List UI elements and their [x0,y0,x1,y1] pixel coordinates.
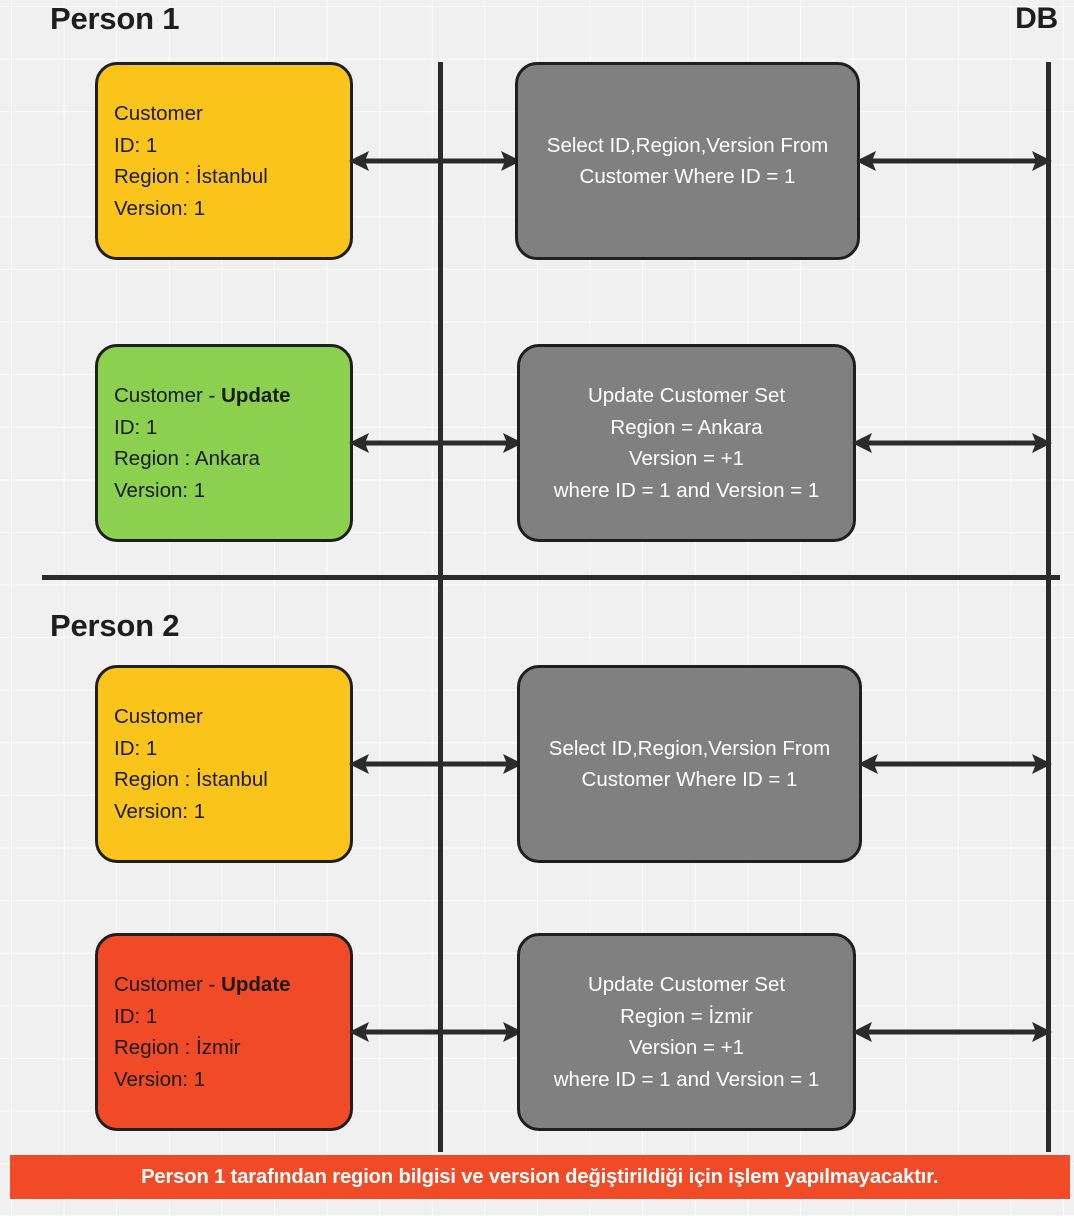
sql-line-1: Select ID,Region,Version From [546,133,829,157]
entity-title-prefix: Customer - [114,973,222,996]
arrow-person2-select-to-db [858,749,1052,779]
lane-title-person1: Person 1 [50,1,180,36]
arrow-person2-update-to-sql [349,1017,523,1047]
sql-line-1: Update Customer Set [587,973,786,996]
entity-version: Version: 1 [114,196,206,220]
arrow-person2-update-sql-to-db [852,1017,1052,1047]
entity-id: ID: 1 [114,1004,158,1028]
sql-line-3: Version = +1 [628,447,745,470]
lane-title-person2: Person 2 [50,608,180,643]
entity-version: Version: 1 [114,478,206,502]
entity-region: Region : Ankara [114,447,260,470]
arrow-person1-update-to-sql [349,428,523,458]
sql-line-3: Version = +1 [628,1036,745,1059]
entity-title-strong: Update [221,973,291,996]
entity-title: Customer - Update [114,969,291,1001]
entity-title-prefix: Customer - [114,384,222,407]
lane-title-db: DB [1015,2,1058,35]
entity-region: Region : İzmir [114,1036,241,1059]
person1-read-entity-box[interactable]: Customer ID: 1 Region : İstanbul Version… [95,62,353,260]
arrow-person2-read-to-select [349,749,523,779]
arrow-person1-update-sql-to-db [852,428,1052,458]
entity-id: ID: 1 [114,415,158,439]
entity-title-strong: Update [221,384,291,407]
sql-line-2: Customer Where ID = 1 [579,165,796,188]
person-boundary-line [438,62,443,1152]
person1-select-sql-box[interactable]: Select ID,Region,Version From Customer W… [515,62,860,260]
sql-line-2: Region = İzmir [620,1004,753,1028]
arrow-person1-read-to-select [349,146,521,176]
entity-region: Region : İstanbul [114,768,268,791]
sql-line-4: where ID = 1 and Version = 1 [553,478,820,502]
entity-region: Region : İstanbul [114,165,268,188]
person1-update-sql-box[interactable]: Update Customer Set Region = Ankara Vers… [517,344,856,542]
conflict-warning-banner: Person 1 tarafından region bilgisi ve ve… [10,1155,1070,1199]
sql-line-1: Update Customer Set [587,384,786,407]
conflict-warning-text: Person 1 tarafından region bilgisi ve ve… [141,1165,939,1188]
arrow-person1-select-to-db [856,146,1052,176]
entity-version: Version: 1 [114,799,206,823]
person2-select-sql-box[interactable]: Select ID,Region,Version From Customer W… [517,665,862,863]
entity-id: ID: 1 [114,736,158,760]
person2-read-entity-box[interactable]: Customer ID: 1 Region : İstanbul Version… [95,665,353,863]
entity-version: Version: 1 [114,1067,206,1091]
entity-title: Customer [114,705,203,728]
person1-update-entity-box[interactable]: Customer - Update ID: 1 Region : Ankara … [95,344,353,542]
entity-id: ID: 1 [114,133,158,157]
entity-title: Customer - Update [114,380,291,412]
sql-line-2: Region = Ankara [610,415,763,439]
sql-line-2: Customer Where ID = 1 [581,768,798,791]
lane-separator-line [42,575,1060,580]
person2-update-sql-box[interactable]: Update Customer Set Region = İzmir Versi… [517,933,856,1131]
entity-title: Customer [114,102,203,125]
db-boundary-line [1046,62,1051,1152]
sql-line-1: Select ID,Region,Version From [548,736,831,760]
sql-line-4: where ID = 1 and Version = 1 [553,1067,820,1091]
person2-update-entity-box[interactable]: Customer - Update ID: 1 Region : İzmir V… [95,933,353,1131]
